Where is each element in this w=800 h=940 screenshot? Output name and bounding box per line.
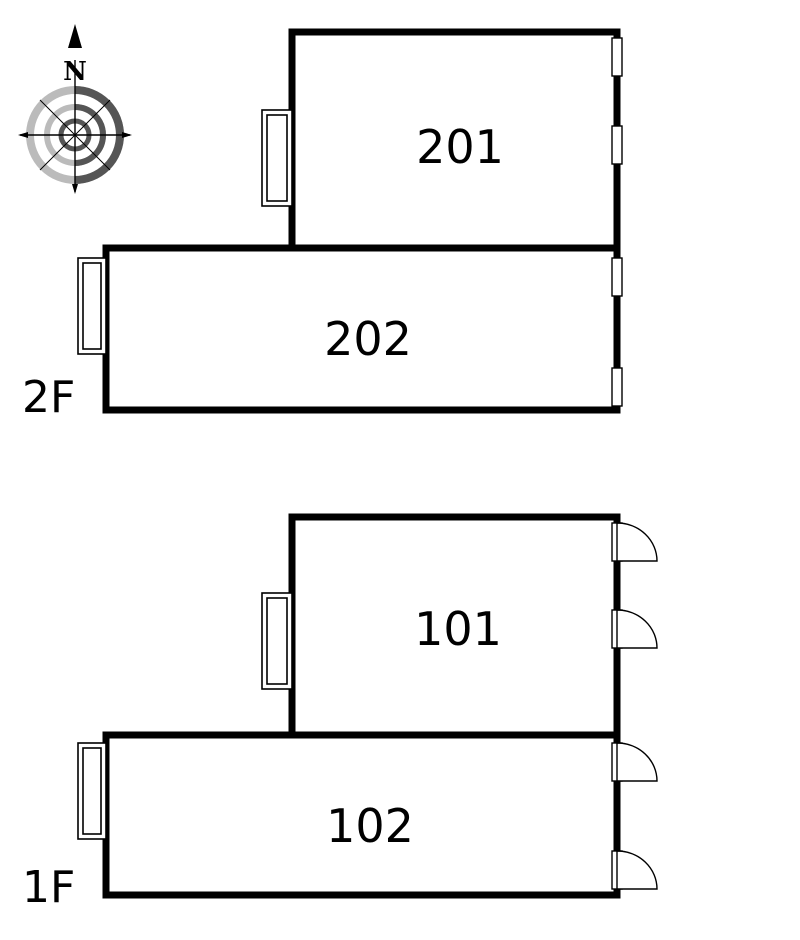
room-label-102: 102 [326,799,414,853]
room-label-201: 201 [416,120,504,174]
door-102-a [611,742,658,782]
door-102-b [611,850,658,890]
window-202-b [611,367,623,407]
floor-2f: 201 202 [77,28,623,414]
door-101-b [611,609,658,649]
window-201-a [611,37,623,77]
room-label-101: 101 [414,602,502,656]
north-label: N [63,57,87,87]
floor-label-1f: 1F [22,862,75,913]
floor-label-2f: 2F [22,372,75,423]
window-202-a [611,257,623,297]
room-102 [77,731,658,899]
compass-rose-icon [18,24,132,194]
room-label-202: 202 [324,312,412,366]
window-201-b [611,125,623,165]
door-101-a [611,522,658,562]
room-202 [77,244,623,414]
floor-1f: 101 102 [77,513,658,899]
